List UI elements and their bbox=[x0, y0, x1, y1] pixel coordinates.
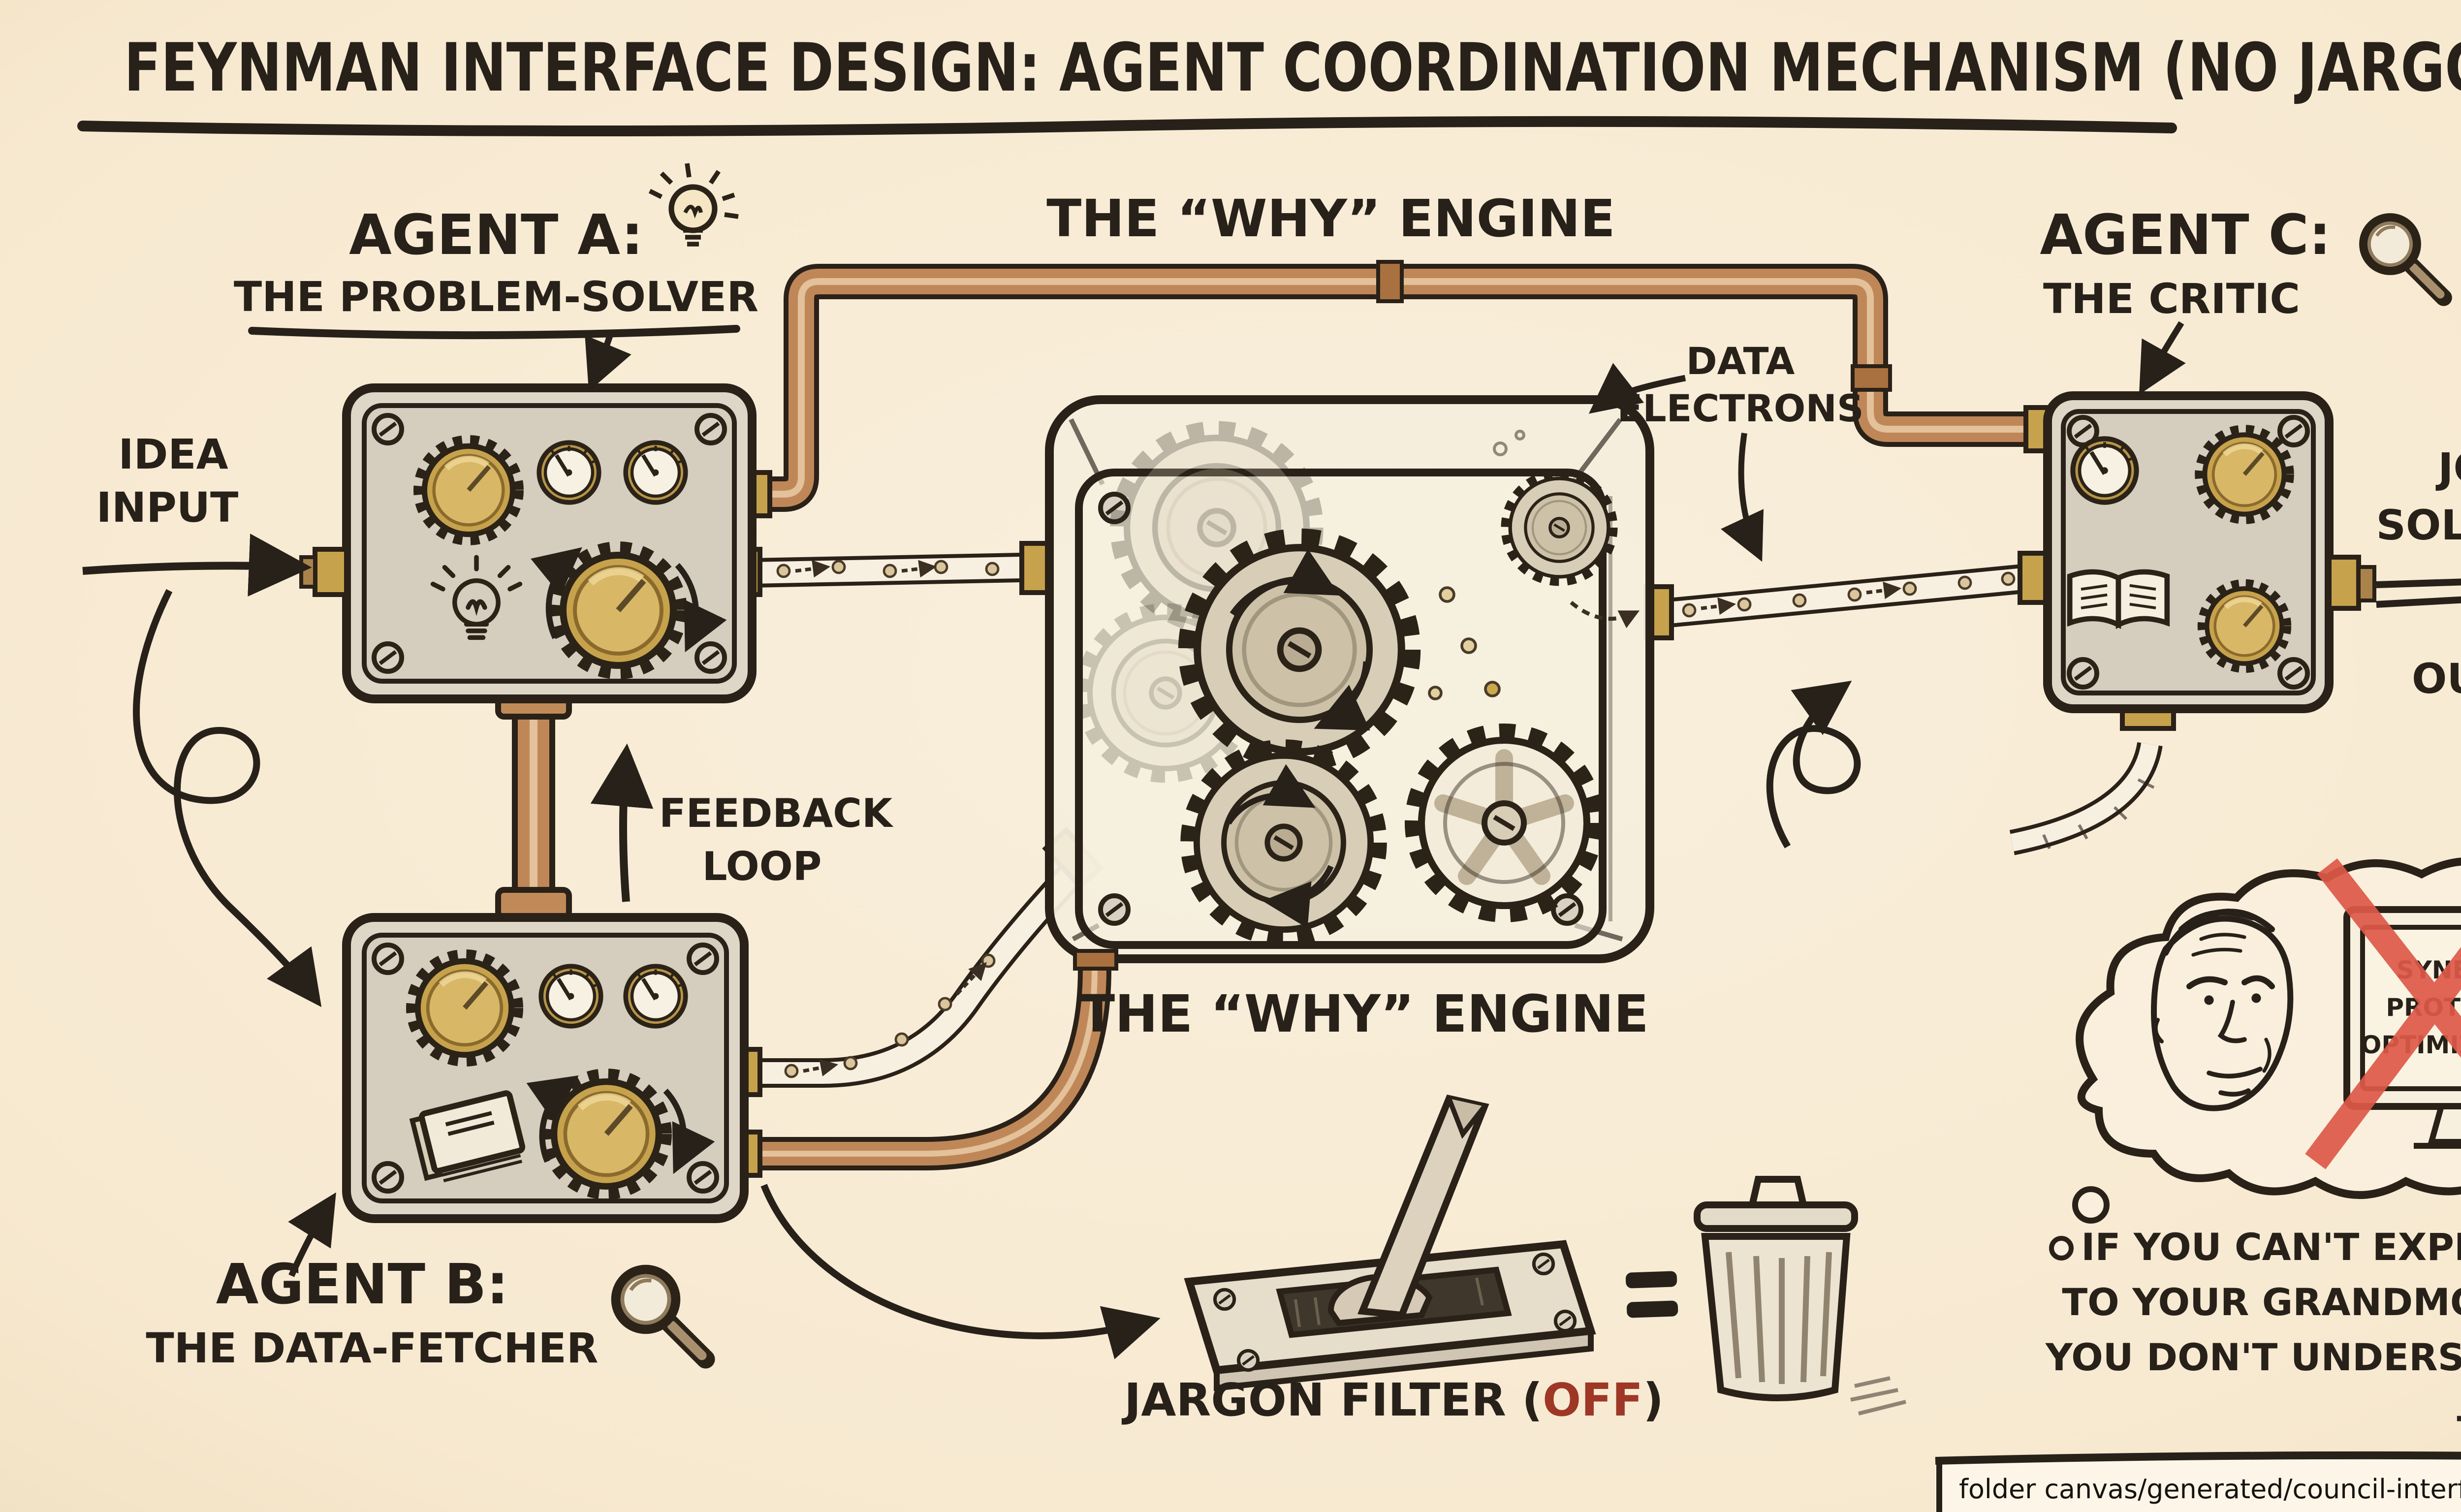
gear-rotation-arrow bbox=[1230, 549, 1340, 616]
agent-c-name: AGENT C: bbox=[2040, 203, 2331, 267]
bubble-trail-circle bbox=[2049, 1236, 2074, 1260]
thought-bubble: SYNERGY PROTOCOL OPTIMIZATION bbox=[2049, 857, 2461, 1260]
agent-c-role: THE CRITIC bbox=[2043, 275, 2300, 323]
feedback-line1: FEEDBACK bbox=[659, 790, 894, 836]
joint-line1: JOINT bbox=[2435, 444, 2461, 492]
man-face-sketch bbox=[2150, 909, 2294, 1111]
input-port bbox=[313, 547, 349, 597]
engine-screw bbox=[1553, 896, 1581, 923]
idea-input-line1: IDEA bbox=[118, 430, 228, 478]
panel-screw bbox=[2280, 417, 2307, 445]
why-engine bbox=[1045, 395, 1654, 971]
agent-a-role: THE PROBLEM-SOLVER bbox=[234, 273, 758, 321]
panel-screw bbox=[2069, 660, 2097, 687]
panel-screw bbox=[689, 1164, 717, 1191]
bubble-trail-circle bbox=[2072, 1186, 2110, 1224]
output-port bbox=[2327, 555, 2361, 611]
red-x-mark bbox=[2305, 858, 2461, 1169]
b-to-jargon-filter-arrow bbox=[760, 1184, 1161, 1359]
feedback-line2: LOOP bbox=[702, 844, 822, 889]
panel-screw bbox=[689, 945, 717, 973]
equals-sign bbox=[1625, 1271, 1678, 1318]
agent-b-name: AGENT B: bbox=[216, 1253, 508, 1317]
gear-lower bbox=[1190, 749, 1378, 937]
idea-input-line2: INPUT bbox=[96, 483, 239, 532]
gear-small bbox=[1506, 474, 1612, 581]
panel-screw bbox=[374, 415, 402, 443]
tube-c-bottom bbox=[2009, 702, 2176, 855]
jargon-filter-switch bbox=[1184, 1094, 1596, 1391]
data-electrons-line1: DATA bbox=[1686, 339, 1795, 383]
trash-can-icon bbox=[1694, 1176, 1906, 1416]
panel-screw bbox=[374, 1164, 402, 1191]
page-title: FEYNMAN INTERFACE DESIGN: AGENT COORDINA… bbox=[124, 30, 2461, 107]
footer-path-bar: folder canvas/generated/council-interfac… bbox=[1935, 1451, 2461, 1512]
quote-line2: TO YOUR GRANDMOTHER, bbox=[2062, 1280, 2461, 1324]
jargon-filter-label: JARGON FILTER (OFF) bbox=[1121, 1374, 1664, 1426]
data-electrons-arrow-2 bbox=[1721, 433, 1764, 562]
loop-arrow-to-agent-c bbox=[1766, 681, 1861, 849]
joint-line2: SOLUTION bbox=[2376, 501, 2461, 549]
data-electrons-arrow bbox=[1588, 363, 1686, 414]
gear-large bbox=[1189, 539, 1410, 760]
gauge bbox=[2073, 439, 2136, 502]
panel-screw bbox=[697, 415, 725, 443]
gauge bbox=[626, 966, 686, 1026]
feedback-loop-arrow bbox=[590, 743, 654, 902]
agent-c-label-arrow bbox=[2139, 321, 2186, 395]
gauge bbox=[626, 442, 686, 503]
quote-attribution: - R.F. bbox=[2455, 1394, 2461, 1438]
agent-c-box bbox=[2043, 391, 2376, 713]
data-electrons-line2: ELECTRONS bbox=[1617, 386, 1863, 430]
quote-line1: IF YOU CAN'T EXPLAIN IT bbox=[2081, 1225, 2461, 1269]
joint-line3: OUTPUT bbox=[2412, 655, 2461, 703]
panel-screw bbox=[374, 644, 402, 671]
open-book-icon bbox=[2070, 572, 2167, 625]
gear-rotation-arrow bbox=[1314, 661, 1370, 731]
footer-path-text: folder canvas/generated/council-interfac… bbox=[1959, 1474, 2461, 1505]
why-engine-label-top: THE “WHY” ENGINE bbox=[1046, 189, 1615, 249]
agent-a-label-arrow bbox=[585, 333, 631, 391]
gauge bbox=[541, 966, 601, 1026]
pipe-b-to-engine-copper bbox=[736, 968, 1111, 1178]
engine-screw bbox=[1101, 896, 1128, 923]
gear-rotation-arrow bbox=[1226, 764, 1316, 825]
agent-b-role: THE DATA-FETCHER bbox=[146, 1324, 598, 1372]
idea-input-arrow bbox=[82, 534, 312, 597]
title-underline bbox=[77, 116, 2177, 136]
agent-a-role-underline bbox=[248, 325, 740, 340]
agent-b-label-arrow bbox=[288, 1192, 336, 1277]
panel-screw bbox=[2280, 660, 2307, 687]
data-electron-dots bbox=[784, 953, 996, 1078]
joint-solution-output-arrow bbox=[2376, 578, 2461, 608]
agent-a-box bbox=[299, 383, 757, 703]
agent-a-name: AGENT A: bbox=[349, 203, 643, 267]
gauge bbox=[539, 442, 599, 503]
gear-rotation-arrow bbox=[1262, 865, 1334, 929]
why-engine-label-bottom: THE “WHY” ENGINE bbox=[1080, 984, 1648, 1044]
panel-screw bbox=[374, 945, 402, 973]
agent-b-box bbox=[342, 913, 749, 1223]
feedback-pipe-a-b bbox=[495, 686, 572, 920]
quote-line3: YOU DON'T UNDERSTAND IT! bbox=[2045, 1335, 2461, 1379]
input-to-agent-b-arrow bbox=[133, 589, 322, 1008]
panel-screw bbox=[697, 644, 725, 671]
